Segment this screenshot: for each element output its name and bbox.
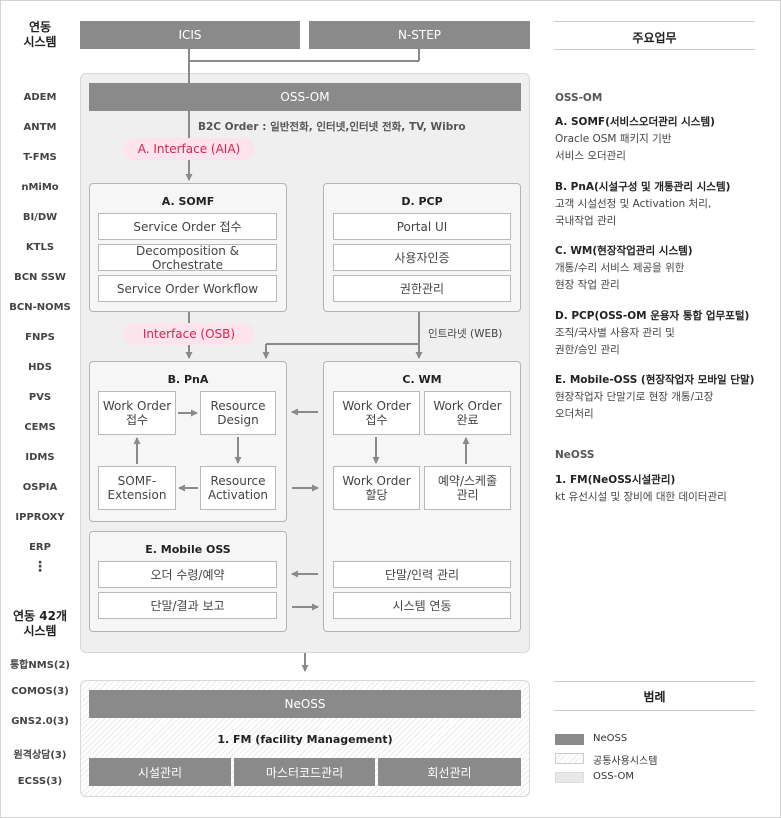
linked-system-item: IPPROXY — [15, 512, 65, 523]
legend-divider-2 — [554, 710, 755, 711]
neoss-fm-label: 1. FM (facility Management) — [217, 733, 393, 746]
neoss-title: NeOSS — [89, 690, 521, 718]
linked-system-item: BCN SSW — [14, 272, 66, 283]
task-section-line: 오더처리 — [555, 408, 594, 420]
linked-system-item: ERP — [29, 542, 51, 553]
legend-swatch-neoss — [555, 734, 584, 745]
nstep-box: N-STEP — [309, 21, 530, 49]
legend-swatch-oss-om — [555, 772, 584, 783]
legend-label-common: 공통사용시스템 — [593, 756, 658, 767]
linked-system-item-2: GNS2.0(3) — [11, 716, 69, 727]
linked-system-item: ADEM — [23, 92, 57, 103]
task-section-line: 국내작업 관리 — [555, 214, 617, 227]
icis-box: ICIS — [80, 21, 300, 49]
wm-device-staff-mgmt: 단말/인력 관리 — [333, 561, 511, 588]
task-section-line: Oracle OSM 패키지 기반 — [555, 133, 672, 145]
linked-system-item: IDMS — [25, 452, 55, 463]
neoss-fm-section: 1. FM(NeOSS시설관리) kt 유선시설 및 장비에 대한 데이터관리 — [555, 472, 727, 506]
neoss-fm-section-title: 1. FM(NeOSS시설관리) — [555, 474, 676, 486]
linked-system-item: PVS — [28, 392, 52, 403]
linked-42-heading: 연동 42개 시스템 — [13, 609, 67, 638]
linked-system-item: T-FMS — [23, 152, 57, 163]
mobile-order-receive: 오더 수령/예약 — [98, 561, 277, 588]
legend-divider-top — [554, 681, 755, 682]
neoss-facility-mgmt: 시설관리 — [89, 758, 231, 786]
pna-resource-activation: Resource Activation — [200, 466, 276, 510]
somf-item-order-receive: Service Order 접수 — [98, 213, 277, 240]
pcp-item-portal-ui: Portal UI — [333, 213, 511, 240]
wm-work-order-complete: Work Order 완료 — [424, 391, 511, 435]
right-divider-top — [554, 21, 755, 22]
task-section-line: 권한/승인 관리 — [555, 343, 620, 356]
linked-system-item: BCN-NOMS — [9, 302, 71, 313]
somf-item-workflow: Service Order Workflow — [98, 275, 277, 302]
somf-title: A. SOMF — [161, 195, 215, 208]
intranet-web-label: 인트라넷 (WEB) — [428, 328, 503, 340]
task-section: B. PnA(시설구성 및 개통관리 시스템) 고객 시설선정 및 Activat… — [555, 179, 730, 230]
legend-label-neoss: NeOSS — [593, 733, 628, 744]
legend-heading: 범례 — [643, 690, 666, 704]
mobile-oss-title: E. Mobile OSS — [145, 543, 231, 556]
linked-system-item: nMiMo — [21, 182, 59, 193]
task-section: D. PCP(OSS-OM 운용자 통합 업무포털) 조직/국사별 사용자 관리 … — [555, 308, 749, 359]
task-section-title: B. PnA(시설구성 및 개통관리 시스템) — [555, 180, 731, 193]
task-section-title: A. SOMF(서비스오더관리 시스템) — [555, 116, 715, 128]
pna-work-order-receive: Work Order 접수 — [98, 391, 176, 435]
linked-system-item-2: ECSS(3) — [17, 776, 63, 787]
pcp-title: D. PCP — [401, 195, 443, 208]
neoss-master-code-mgmt: 마스터코드관리 — [234, 758, 375, 786]
legend-swatch-common — [555, 753, 584, 764]
task-section: E. Mobile-OSS (현장작업자 모바일 단말) 현장작업자 단말기로 현… — [555, 372, 754, 423]
wm-system-link: 시스템 연동 — [333, 592, 511, 619]
linked-system-item: OSPIA — [22, 482, 58, 493]
main-tasks-heading: 주요업무 — [632, 31, 677, 45]
task-section-title: E. Mobile-OSS (현장작업자 모바일 단말) — [555, 374, 755, 386]
linked-system-item-2: 통합NMS(2) — [9, 660, 71, 671]
linked-system-item: BI/DW — [22, 212, 58, 223]
neoss-fm-section-desc: kt 유선시설 및 장비에 대한 데이터관리 — [555, 491, 727, 503]
b2c-order-label: B2C Order : 일반전화, 인터넷,인터넷 전화, TV, Wibro — [198, 121, 466, 133]
pna-somf-extension: SOMF- Extension — [98, 466, 176, 510]
wm-title: C. WM — [402, 373, 442, 386]
neoss-line-mgmt: 회선관리 — [378, 758, 521, 786]
wm-reservation-schedule: 예약/스케줄 관리 — [424, 466, 511, 510]
mobile-result-report: 단말/결과 보고 — [98, 592, 277, 619]
interface-aia-label: A. Interface (AIA) — [124, 138, 254, 160]
neoss-section-title: NeOSS — [555, 449, 595, 461]
pcp-item-auth: 사용자인증 — [333, 244, 511, 271]
linked-system-item: HDS — [28, 362, 52, 373]
linked-system-item: ANTM — [23, 122, 57, 133]
pcp-item-permission: 권한관리 — [333, 275, 511, 302]
wm-work-order-receive: Work Order 접수 — [333, 391, 420, 435]
wm-work-order-assign: Work Order 할당 — [333, 466, 420, 510]
interface-osb-label: Interface (OSB) — [124, 323, 254, 345]
linked-system-item: CEMS — [24, 422, 56, 433]
linked-system-item: KTLS — [25, 242, 55, 253]
task-section-title: D. PCP(OSS-OM 운용자 통합 업무포털) — [555, 309, 750, 322]
task-section-line: 개통/수리 서비스 제공을 위한 — [555, 262, 685, 274]
task-section-line: 현장작업자 단말기로 현장 개통/고장 — [555, 391, 714, 403]
pna-title: B. PnA — [167, 373, 209, 386]
task-section-title: C. WM(현장작업관리 시스템) — [555, 245, 693, 257]
linked-system-item-2: 원격상담(3) — [13, 750, 67, 761]
right-divider-2 — [554, 49, 755, 50]
pna-resource-design: Resource Design — [200, 391, 276, 435]
somf-item-decomposition: Decomposition & Orchestrate — [98, 244, 277, 272]
task-section-line: 서비스 오더관리 — [555, 150, 626, 162]
task-section-line: 현장 작업 관리 — [555, 279, 620, 291]
oss-om-section-title: OSS-OM — [555, 92, 603, 104]
ellipsis: ⋮ — [33, 559, 47, 575]
oss-om-title: OSS-OM — [89, 83, 521, 111]
legend-label-oss-om: OSS-OM — [593, 771, 634, 782]
task-section-line: 고객 시설선정 및 Activation 처리, — [555, 197, 712, 210]
linked-system-item-2: COMOS(3) — [11, 686, 69, 697]
linked-system-item: FNPS — [25, 332, 55, 343]
linked-systems-heading: 연동 시스템 — [23, 20, 57, 49]
task-section-line: 조직/국사별 사용자 관리 및 — [555, 326, 675, 339]
